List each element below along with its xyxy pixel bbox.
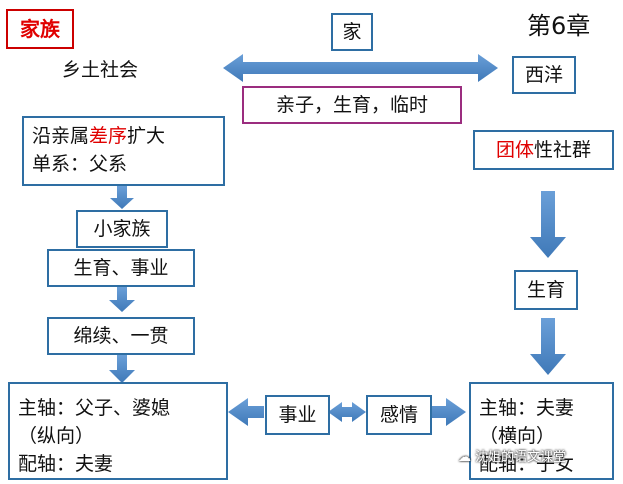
arrow-right-to-right-bottom [432, 398, 466, 426]
right-main-axis: 主轴：夫妻 [479, 397, 575, 419]
family-title: 家族 [6, 9, 74, 49]
emotion-box: 感情 [366, 395, 432, 435]
right-birth-box: 生育 [514, 270, 578, 310]
family-nature-note: 亲子，生育，临时 [242, 86, 462, 124]
arrow-down-right-2 [530, 318, 566, 375]
chapter-label: 第6章 [527, 12, 591, 40]
wechat-icon: ☁ [458, 450, 471, 465]
left-direction: （纵向） [18, 425, 95, 447]
western-box: 西洋 [512, 56, 576, 94]
right-secondary-axis: 配轴：子女 [479, 453, 575, 475]
watermark-text: 沈姐的语文课堂 [475, 450, 567, 465]
differential-order-text: 差序 [89, 125, 128, 147]
kinship-text-c: 扩大 [127, 125, 166, 147]
arrow-left-to-left-bottom [228, 398, 264, 426]
unilineal-text: 单系：父系 [32, 153, 128, 175]
rural-society-label: 乡土社会 [62, 59, 139, 81]
continuity-box: 绵续、一贯 [47, 317, 195, 355]
group-society-box: 团体性社群 [473, 130, 614, 170]
double-arrow-middle [328, 402, 366, 422]
kinship-text-a: 沿亲属 [32, 125, 90, 147]
arrow-down-left-3 [109, 355, 135, 383]
watermark: ☁ 沈姐的语文课堂 [458, 446, 566, 465]
family-center-box: 家 [331, 13, 373, 51]
left-main-axis: 主轴：父子、婆媳 [18, 397, 171, 419]
kinship-expansion-box: 沿亲属差序扩大 单系：父系 [22, 116, 225, 186]
group-text: 团体 [495, 139, 534, 161]
arrow-down-right-1 [530, 191, 566, 258]
birth-business-box: 生育、事业 [47, 249, 195, 287]
society-text: 性社群 [534, 139, 592, 161]
left-axis-box: 主轴：父子、婆媳 （纵向） 配轴：夫妻 [8, 382, 228, 480]
left-secondary-axis: 配轴：夫妻 [18, 453, 114, 475]
right-direction: （横向） [479, 425, 556, 447]
double-arrow-top [223, 54, 498, 82]
right-axis-box: 主轴：夫妻 （横向） 配轴：子女 [469, 382, 614, 480]
arrow-down-left-1 [110, 186, 134, 209]
business-box: 事业 [265, 395, 330, 435]
arrow-down-left-2 [109, 287, 135, 312]
small-family-box: 小家族 [76, 210, 168, 248]
